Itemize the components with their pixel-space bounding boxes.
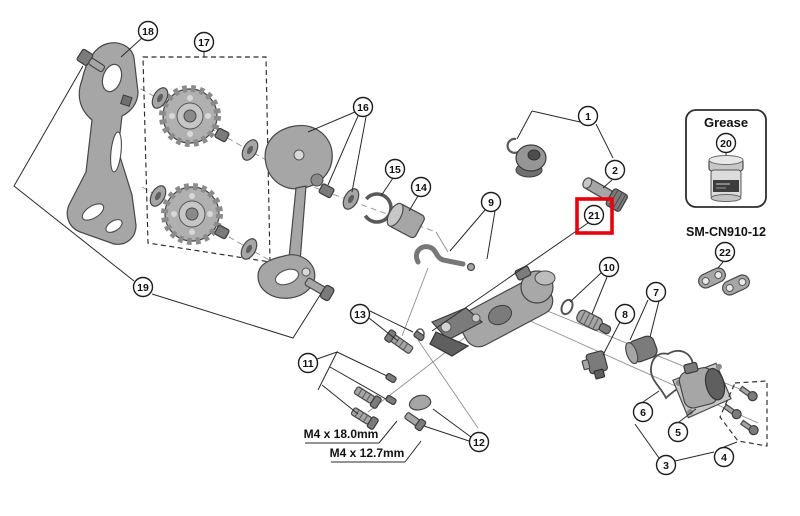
callout-18: 18: [137, 20, 159, 42]
callout-6: 6: [632, 401, 654, 423]
svg-text:21: 21: [588, 210, 600, 222]
plate-boss: [310, 173, 324, 187]
callout-5: 5: [667, 421, 689, 443]
stroke-adjust-bolts: [384, 329, 425, 354]
svg-text:15: 15: [389, 164, 401, 176]
switch-unit: [581, 350, 608, 380]
svg-text:12: 12: [473, 437, 485, 449]
callout-2: 2: [604, 159, 626, 181]
callout-8: 8: [614, 303, 636, 325]
bolt-size-labels: M4 x 18.0mm M4 x 12.7mm: [304, 420, 422, 463]
bolt-size-short-label: M4 x 12.7mm: [330, 446, 405, 460]
plate-cutout: [274, 268, 300, 286]
plate-cutout: [105, 219, 123, 233]
callout-16: 16: [352, 96, 374, 118]
callout-11: 11: [297, 352, 319, 374]
outer-plate-bolt: [304, 277, 335, 302]
svg-text:16: 16: [357, 102, 369, 114]
plate-slot: [101, 63, 123, 93]
inner-plate: [66, 42, 139, 245]
callout-15: 15: [384, 158, 406, 180]
callout-21-highlighted: 21: [583, 204, 605, 226]
cap-unit: [625, 335, 658, 365]
plate-hole: [301, 267, 311, 277]
svg-text:7: 7: [653, 287, 659, 299]
screw-set-dashed-box: [719, 380, 768, 447]
tension-pulley: [161, 183, 223, 245]
cable-screw: [466, 262, 476, 272]
callout-22: 22: [714, 241, 736, 263]
motor-unit: [672, 361, 732, 419]
callout-10: 10: [598, 256, 620, 278]
svg-text:17: 17: [198, 37, 210, 49]
plate-tab: [120, 94, 133, 107]
callout-13: 13: [349, 303, 371, 325]
plate-cutout: [81, 203, 105, 221]
callout-4: 4: [713, 446, 735, 468]
outer-plate: [257, 125, 333, 299]
callout-19: 19: [132, 276, 154, 298]
highlight-box: [575, 197, 614, 235]
callout-14: 14: [410, 176, 432, 198]
svg-text:11: 11: [302, 358, 313, 370]
chain-link-panel: SM-CN910-12: [686, 225, 766, 296]
cable-fixing-plate: [413, 244, 476, 272]
svg-text:19: 19: [137, 282, 149, 294]
svg-text:2: 2: [612, 165, 618, 177]
svg-text:22: 22: [719, 247, 731, 259]
derailleur-body: [415, 265, 556, 357]
svg-text:6: 6: [640, 407, 646, 419]
callout-leaders: [13, 37, 738, 462]
svg-text:9: 9: [488, 197, 494, 209]
pulley-washers: [149, 87, 259, 260]
svg-text:14: 14: [415, 182, 427, 194]
b-axle-bolt: [582, 177, 628, 212]
bolt-size-long-label: M4 x 18.0mm: [304, 427, 379, 441]
svg-text:20: 20: [720, 138, 732, 150]
cage-stopper-parts: [404, 394, 432, 432]
guide-pulley: [159, 85, 221, 147]
callout-17: 17: [193, 31, 215, 53]
chain-model-label: SM-CN910-12: [686, 225, 766, 239]
plate-bolt: [76, 48, 106, 73]
callout-9: 9: [480, 191, 502, 213]
svg-text:4: 4: [721, 452, 727, 464]
svg-text:3: 3: [663, 460, 669, 472]
svg-text:5: 5: [675, 427, 681, 439]
plate-slot: [110, 131, 122, 173]
svg-text:18: 18: [142, 26, 154, 38]
callout-20: 20: [715, 132, 737, 154]
axle-small-parts: [318, 183, 360, 210]
grease-panel: Grease: [685, 109, 767, 208]
quick-links: [698, 267, 750, 296]
svg-text:1: 1: [585, 111, 591, 123]
svg-text:10: 10: [603, 262, 615, 274]
grease-jar: [708, 155, 744, 202]
callout-7: 7: [645, 281, 667, 303]
wire-loop: [650, 349, 694, 400]
callout-3: 3: [655, 454, 677, 476]
grease-label: Grease: [704, 115, 748, 130]
roller-and-clip: [506, 137, 547, 178]
c-clip: [506, 137, 519, 154]
svg-text:8: 8: [622, 309, 628, 321]
fixing-screws: [722, 385, 759, 436]
pulley-set-dashed-box: [142, 56, 271, 263]
clutch-spring-group: [560, 298, 612, 335]
stopper-cylinder: [386, 202, 425, 239]
svg-text:13: 13: [354, 309, 366, 321]
mount-bolts: [350, 372, 397, 430]
callout-1: 1: [577, 105, 599, 127]
spring: [576, 309, 612, 335]
o-ring: [560, 298, 574, 316]
plate-hole: [293, 149, 305, 161]
callout-12: 12: [468, 431, 490, 453]
